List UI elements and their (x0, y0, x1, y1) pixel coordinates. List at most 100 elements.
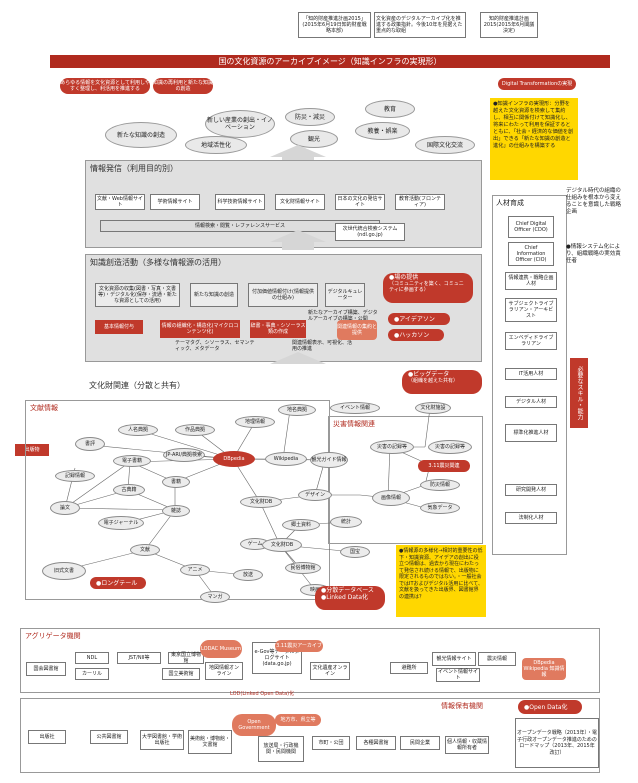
node-archive2[interactable]: 文献 (130, 544, 160, 556)
node-thesis[interactable]: 論文 (50, 501, 80, 515)
holder-1[interactable]: 出版社 (28, 730, 66, 744)
node-books[interactable]: 書評 (75, 437, 105, 451)
node-design[interactable]: デザイン (298, 489, 332, 501)
hr-cdo[interactable]: Chief Digital Officer (CDO) (508, 216, 554, 238)
pill-place: ●場の提供 （コミュニティを築く、コミュニティに参画する） (383, 273, 473, 303)
info-box-5[interactable]: 日本の文化の発信サイト (335, 194, 385, 210)
holder-5[interactable]: 放送局・行政機関・民間機関 (258, 736, 304, 762)
node-loc[interactable]: 地理情報 (235, 416, 275, 428)
agg-jst[interactable]: JST/NII等 (117, 652, 161, 664)
agg-karil[interactable]: カーリル (75, 668, 109, 680)
holder-2[interactable]: 公共図書館 (90, 730, 128, 744)
hr-title: 人材育成 (496, 199, 524, 207)
info-box-1[interactable]: 文献・Web情報サイト (95, 194, 145, 210)
agg-lodac[interactable]: LODAC Museum (200, 640, 242, 658)
node-stat[interactable]: 統計 (330, 516, 362, 528)
node-national[interactable]: 国宝 (340, 546, 370, 558)
main-banner: 国の文化資源のアーカイブイメージ（知識インフラの実現形） (50, 55, 610, 68)
agg-tohaku[interactable]: 東京国立博物館 (168, 652, 204, 664)
hr-role-4[interactable]: IT活用人材 (505, 368, 557, 380)
hr-role-3[interactable]: エンベディドライブラリアン (505, 332, 557, 350)
info-box-2[interactable]: 学術情報サイト (150, 194, 200, 210)
node-people[interactable]: 人名典拠 (118, 424, 158, 436)
info-box-4[interactable]: 文化財情報サイト (275, 194, 325, 210)
node-local[interactable]: 郷土資料 (282, 519, 320, 531)
up-arrow-2-stem (282, 242, 314, 250)
node-disaster2[interactable]: 災害の記録等 (428, 440, 472, 454)
node-landmark[interactable]: 文化財施設 (415, 402, 451, 414)
agg-jinbun[interactable]: 地図情報オンライン (205, 662, 243, 680)
node-culture-db[interactable]: 文化財DB (240, 496, 282, 508)
node-archive[interactable]: 古典籍 (113, 484, 145, 496)
doc-region: 文献情報 (25, 400, 330, 600)
node-works[interactable]: 作品典拠 (175, 424, 215, 436)
hr-role-8[interactable]: 法制化人材 (505, 512, 557, 524)
agg-bunka[interactable]: 文化遺産オンライン (310, 662, 350, 680)
node-ebook[interactable]: 電子書籍 (113, 455, 151, 467)
node-magazine[interactable]: 雑誌 (162, 505, 190, 517)
hr-role-2[interactable]: サブジェクトライブラリアン・アーキビスト (505, 298, 557, 322)
holder-3[interactable]: 大学図書館・学術出版社 (140, 730, 184, 750)
pill-place-label: ●場の提供 (389, 274, 419, 281)
holder-open-gov[interactable]: Open Government (232, 714, 276, 736)
knowledge-sub-notes-2: 関連情報表示、可視化、活用の推進 (292, 340, 353, 352)
pill-place-sub: （コミュニティを築く、コミュニティに参画する） (389, 281, 464, 293)
agg-dbpedia[interactable]: DBpedia Wikipedia 知識情報 (522, 658, 566, 680)
node-culture-db2[interactable]: 文化財DB (262, 538, 302, 552)
agg-kokkai[interactable]: 国会図書館 (26, 662, 66, 676)
knowledge-box-3[interactable]: 付加価値情報付け(情報提供の仕組み) (248, 283, 318, 307)
hr-role-7[interactable]: 研究開発人材 (505, 484, 557, 496)
holder-9[interactable]: 個人情報・収蔵情報所有者 (445, 736, 489, 754)
node-books2[interactable]: 書籍 (162, 476, 190, 488)
node-museum[interactable]: 民俗博物館 (285, 562, 321, 574)
hr-role-5[interactable]: デジタル人材 (505, 396, 557, 408)
agg-shinsai[interactable]: 震災情報 (478, 652, 516, 666)
info-box-6[interactable]: 教育活動(フロンティア) (395, 194, 445, 210)
top-note-1: 「知的財産推進計画2015」(2015年6月19日知的財産戦略本部) (298, 12, 371, 38)
node-magazine-e[interactable]: 電子ジャーナル (98, 516, 144, 530)
hr-note: デジタル時代の組織の仕組みを根本から変えることを意識した戦略企画 (566, 188, 622, 215)
hr-role-1[interactable]: 情報連携・戦略企画人材 (505, 272, 557, 290)
agg-kanko[interactable]: 観光情報サイト (432, 652, 476, 666)
node-haz2[interactable]: 防災情報 (420, 479, 460, 491)
node-anime[interactable]: アニメ (180, 564, 210, 576)
left-red-label-a: あらゆる情報を文化資源として利用しやすく整理し、利活用を推進する (60, 78, 150, 94)
agg-event[interactable]: イベント情報サイト (436, 668, 480, 682)
holder-7[interactable]: 各種図書館 (356, 736, 396, 750)
node-hazard[interactable]: 災害の記録等 (370, 440, 414, 454)
node-broadcast[interactable]: 放送 (233, 569, 263, 581)
hr-cio[interactable]: Chief Information Officer (CIO) (508, 242, 554, 266)
node-rights[interactable]: 記録情報 (55, 470, 95, 482)
node-places[interactable]: 地名典拠 (278, 404, 316, 416)
holder-open-data-note: オープンデータ戦略（2013年）・電子行政オープンデータ推進のためのロードマップ… (515, 718, 599, 768)
agg-kokuritsu[interactable]: 国立美術館 (162, 668, 200, 680)
node-tourism[interactable]: 観光ガイド情報 (310, 452, 348, 468)
knowledge-box-1[interactable]: 文化資源の収集(図書・写真・文書等)・デジタル化(保存・流通・新たな資源としての… (95, 283, 180, 307)
agg-hinanzu[interactable]: 避難所 (390, 662, 428, 674)
aggregator-title: アグリゲータ機関 (25, 632, 81, 640)
node-wikipedia[interactable]: Wikipedia (265, 452, 307, 466)
hr-role-6[interactable]: 標準化推進人材 (505, 424, 557, 442)
agg-ndl[interactable]: NDL (75, 652, 109, 664)
agg-311[interactable]: 3.11震災アーカイブ (275, 640, 323, 652)
hr-note2: ●情報システム化により、組織戦略の実効責任者 (566, 244, 621, 264)
node-jpro[interactable]: JP-ARI/典拠検索 (163, 448, 205, 462)
node-mem311[interactable]: 3.11震災関連 (418, 460, 470, 472)
info-box-3[interactable]: 科学技術情報サイト (215, 194, 265, 210)
knowledge-box-4[interactable]: デジタルキュレーター (325, 283, 365, 307)
node-dbpedia[interactable]: DBpedia (213, 451, 255, 467)
hr-red-vertical: 必要なスキル・能力 (570, 358, 588, 428)
node-image[interactable]: 画像情報 (372, 490, 410, 506)
dt-label: Digital Transformationの実現 (498, 78, 576, 90)
holders-section: 情報保有機関 (20, 698, 600, 773)
node-weather[interactable]: 気象データ (420, 502, 460, 514)
holder-6[interactable]: 市町・公団 (312, 736, 350, 750)
node-event[interactable]: イベント情報 (330, 402, 380, 414)
node-old-docs[interactable]: 旧式文書 (42, 562, 86, 580)
holder-4[interactable]: 美術館・博物館・文書館 (188, 730, 232, 754)
agg-red-note: LOD(Linked Open Data)化 (230, 691, 295, 697)
knowledge-box-2[interactable]: 新たな知識の創造 (190, 283, 238, 307)
holder-8[interactable]: 民間企業 (400, 736, 440, 750)
up-arrow-3 (270, 352, 326, 364)
node-manga[interactable]: マンガ (200, 591, 230, 603)
